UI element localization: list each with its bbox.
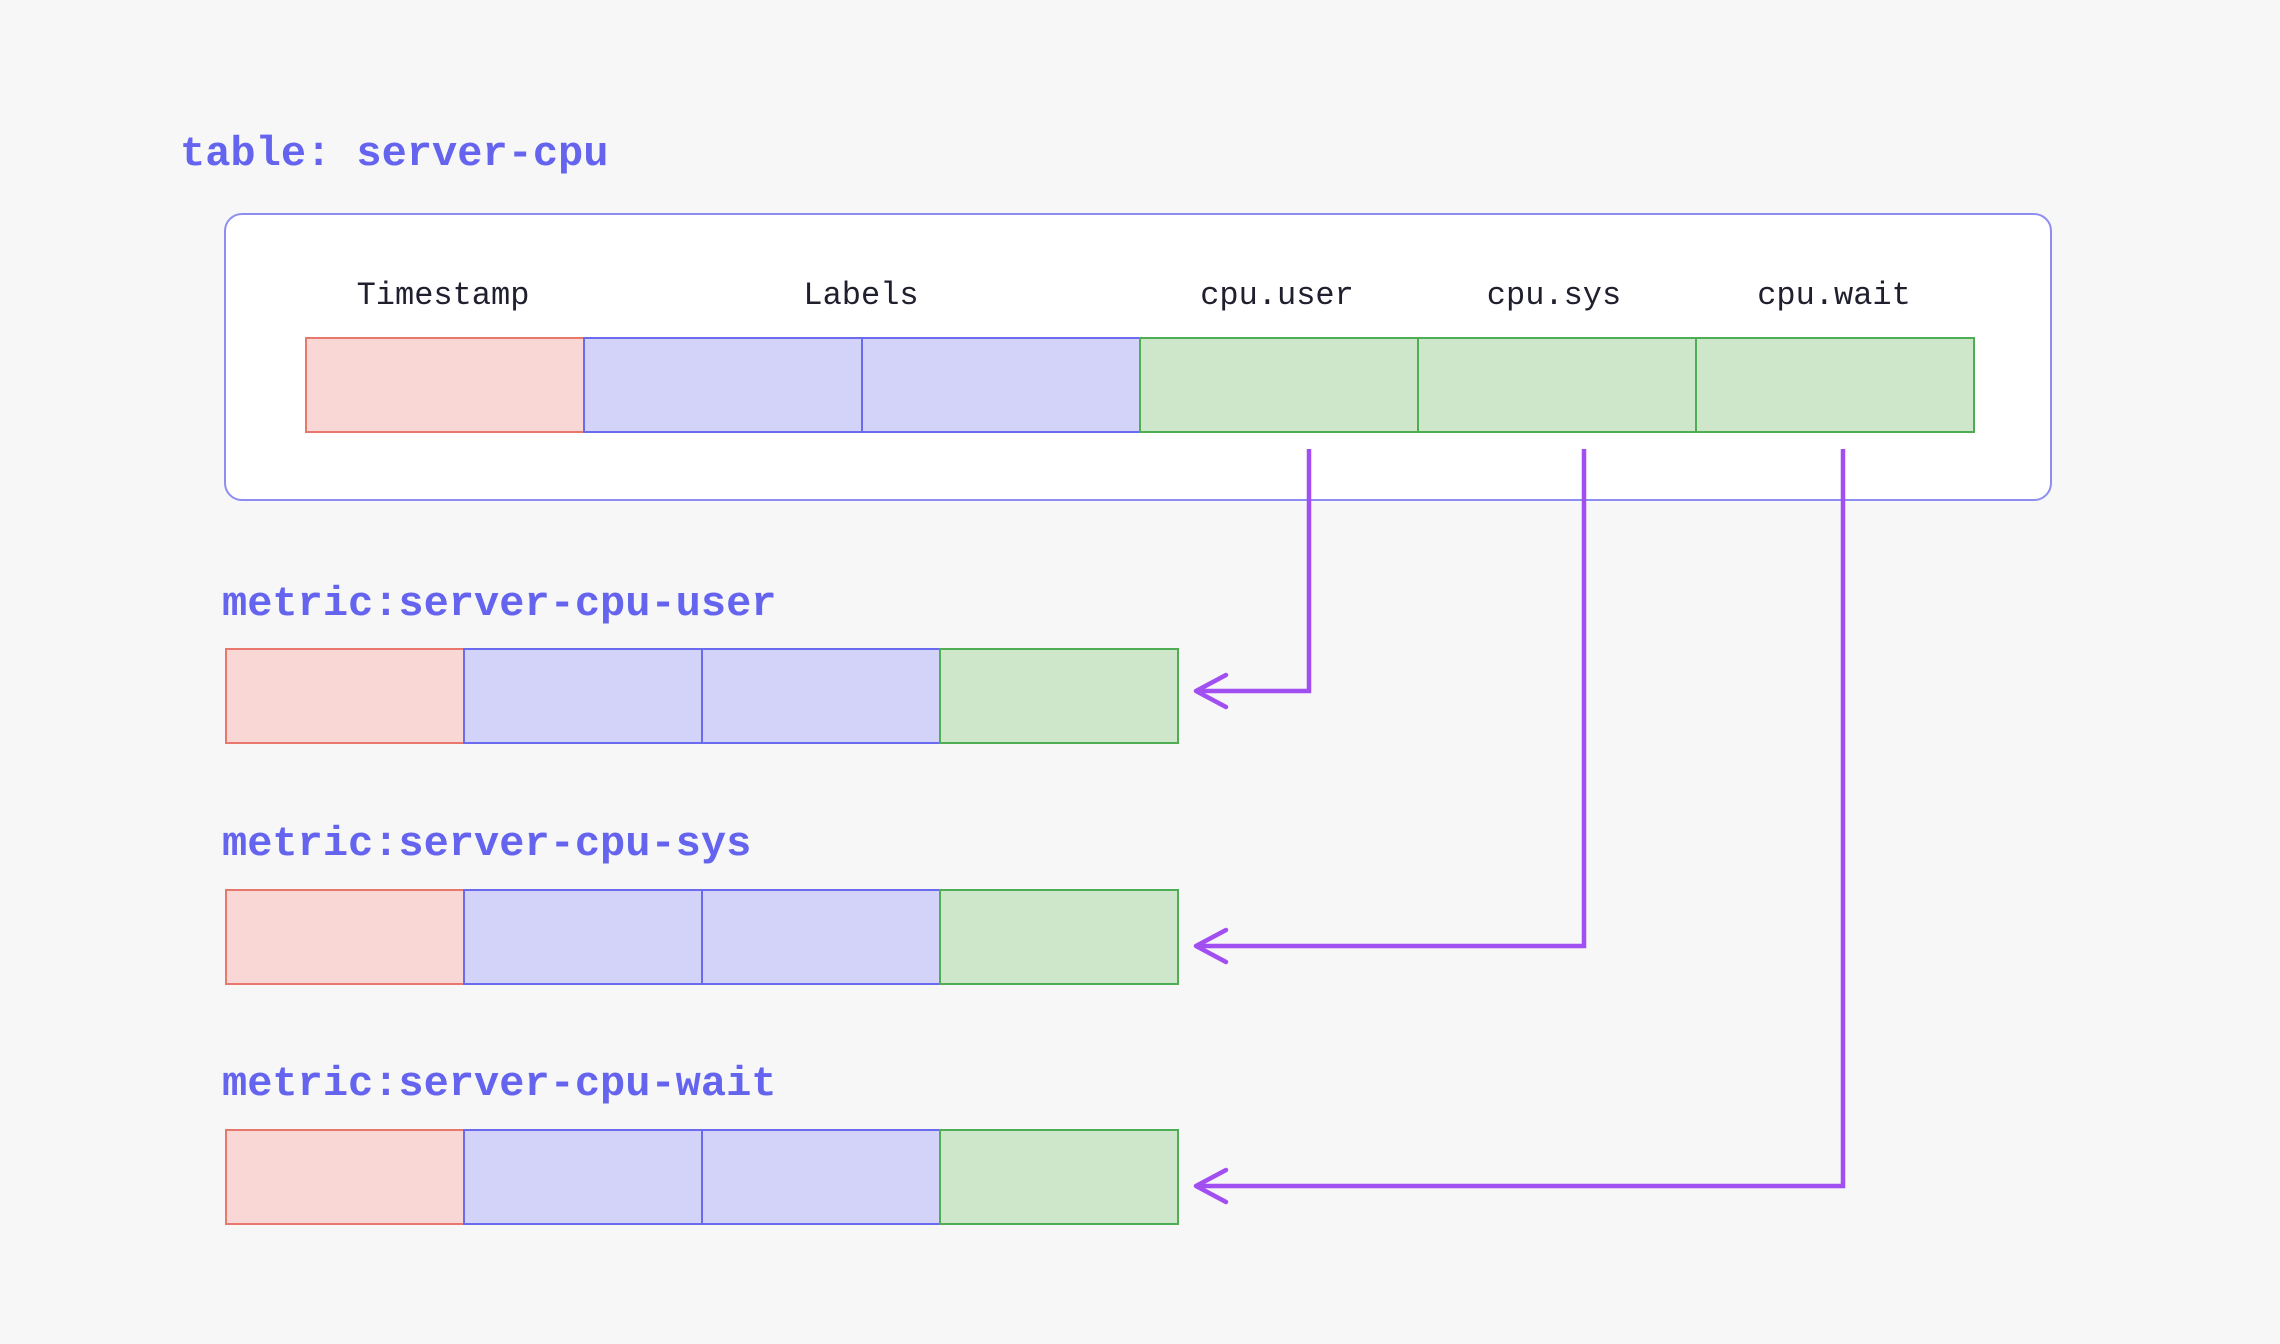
labels-cell-2 (701, 889, 941, 985)
metric-title-user: metric:server-cpu-user (222, 580, 777, 628)
field-cell-cpu-wait (1695, 337, 1975, 433)
column-header-cpu-sys: cpu.sys (1486, 277, 1622, 314)
timestamp-cell (225, 648, 465, 744)
labels-cell-2 (701, 648, 941, 744)
labels-cell-1 (583, 337, 863, 433)
labels-cell-1 (463, 648, 703, 744)
value-cell (939, 648, 1179, 744)
metric-row-user (225, 648, 1179, 744)
column-header-timestamp: Timestamp (356, 277, 530, 314)
arrow-cpu-sys-to-metric (1193, 449, 1587, 965)
value-cell (939, 889, 1179, 985)
value-cell (939, 1129, 1179, 1225)
column-header-cpu-wait: cpu.wait (1757, 277, 1911, 314)
timestamp-cell (225, 889, 465, 985)
arrow-cpu-wait-to-metric (1193, 449, 1846, 1205)
timestamp-cell (305, 337, 585, 433)
labels-cell-2 (701, 1129, 941, 1225)
column-header-cpu-user: cpu.user (1200, 277, 1354, 314)
metric-title-sys: metric:server-cpu-sys (222, 820, 752, 868)
field-cell-cpu-user (1139, 337, 1419, 433)
labels-cell-2 (861, 337, 1141, 433)
metric-row-sys (225, 889, 1179, 985)
table-title: table: server-cpu (180, 130, 609, 178)
labels-cell-1 (463, 1129, 703, 1225)
field-cell-cpu-sys (1417, 337, 1697, 433)
column-header-labels: Labels (803, 277, 919, 314)
labels-cell-1 (463, 889, 703, 985)
table-row (305, 337, 1975, 433)
metric-title-wait: metric:server-cpu-wait (222, 1060, 777, 1108)
timestamp-cell (225, 1129, 465, 1225)
metric-row-wait (225, 1129, 1179, 1225)
